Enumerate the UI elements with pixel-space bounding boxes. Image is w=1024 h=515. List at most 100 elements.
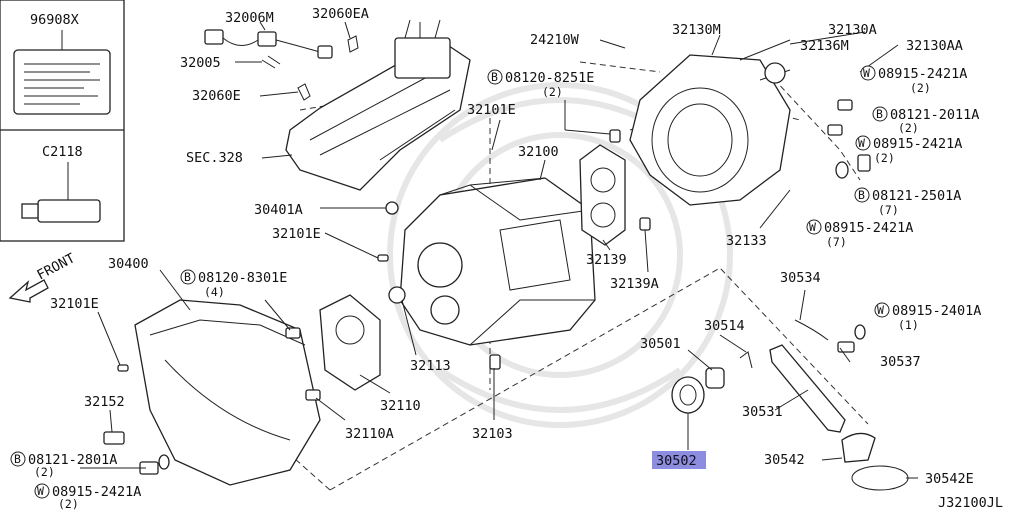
label-32103: 32103 — [472, 426, 513, 442]
label-30501: 30501 — [640, 336, 681, 352]
release-parts — [671, 319, 909, 491]
bolt-marker-icon — [872, 106, 888, 122]
svg-text:(2): (2) — [542, 85, 563, 99]
label-30531: 30531 — [742, 404, 783, 420]
label-32136M: 32136M — [800, 38, 849, 54]
label-32006M: 32006M — [225, 10, 274, 26]
svg-text:(2): (2) — [898, 121, 919, 135]
inset-bottom-code: C2118 — [42, 144, 83, 160]
label-32060EA: 32060EA — [312, 6, 369, 22]
label-32101E-top: 32101E — [467, 102, 516, 118]
label-32101E-left: 32101E — [50, 296, 99, 312]
label-32110A: 32110A — [345, 426, 394, 442]
callout-labels: 32006M 32060EA 32005 32060E SEC.328 2421… — [10, 6, 1003, 511]
label-32130M: 32130M — [672, 22, 721, 38]
svg-text:(1): (1) — [898, 318, 919, 332]
gasket-32139 — [579, 144, 626, 246]
washer-08915-2421A-c: W 08915-2421A (7) — [806, 219, 913, 249]
highlight-30502 — [652, 451, 706, 469]
svg-text:B: B — [184, 270, 191, 284]
label-30542E: 30542E — [925, 471, 974, 487]
svg-text:(7): (7) — [826, 235, 847, 249]
label-32130AA: 32130AA — [906, 38, 963, 54]
svg-text:B: B — [876, 107, 883, 121]
svg-text:08121-2011A: 08121-2011A — [890, 107, 979, 123]
bolt-marker-icon — [854, 187, 870, 203]
washer-marker-icon — [34, 483, 50, 499]
svg-text:08915-2401A: 08915-2401A — [892, 303, 981, 319]
svg-text:08915-2421A: 08915-2421A — [873, 136, 962, 152]
svg-text:W: W — [858, 136, 865, 150]
bolt-08120-8301E: B 08120-8301E (4) — [180, 269, 287, 299]
washer-marker-icon — [860, 65, 876, 81]
label-sec-328: SEC.328 — [186, 150, 243, 166]
front-label: FRONT — [34, 250, 77, 283]
clutch-housing-30400 — [134, 299, 321, 486]
label-30537: 30537 — [880, 354, 921, 370]
label-32110: 32110 — [380, 398, 421, 414]
label-32100: 32100 — [518, 144, 559, 160]
svg-text:B: B — [491, 70, 498, 84]
label-32139: 32139 — [586, 252, 627, 268]
inset-top-code: 96908X — [30, 12, 79, 28]
svg-text:B: B — [14, 452, 21, 466]
washer-marker-icon — [855, 135, 871, 151]
svg-text:08915-2421A: 08915-2421A — [52, 484, 141, 500]
diagram-code: J32100JL — [938, 495, 1003, 510]
sealant-tube — [37, 199, 101, 223]
label-30514: 30514 — [704, 318, 745, 334]
bolt-08121-2801A: B 08121-2801A (2) — [10, 451, 117, 479]
fasteners — [103, 99, 871, 475]
rear-extension-32130M — [629, 39, 791, 206]
label-32130A: 32130A — [828, 22, 877, 38]
washer-08915-2421A-a: W 08915-2421A (2) — [860, 65, 967, 95]
label-32152: 32152 — [84, 394, 125, 410]
label-30401A: 30401A — [254, 202, 303, 218]
label-24210W: 24210W — [530, 32, 580, 48]
svg-text:08915-2421A: 08915-2421A — [878, 66, 967, 82]
svg-text:(2): (2) — [34, 465, 55, 479]
bolt-marker-icon — [487, 69, 503, 85]
bolt-08121-2011A: B 08121-2011A (2) — [872, 106, 979, 135]
label-32133: 32133 — [726, 233, 767, 249]
label-32113: 32113 — [410, 358, 451, 374]
transmission-case-32100 — [399, 177, 596, 346]
svg-text:08120-8251E: 08120-8251E — [505, 70, 594, 86]
svg-text:08915-2421A: 08915-2421A — [824, 220, 913, 236]
svg-text:W: W — [877, 303, 884, 317]
svg-text:W: W — [863, 66, 870, 80]
label-30534: 30534 — [780, 270, 821, 286]
washer-marker-icon — [874, 302, 890, 318]
inset-panel: 96908X C2118 — [0, 0, 125, 242]
connector-32006M — [204, 29, 224, 45]
svg-text:(7): (7) — [878, 203, 899, 217]
svg-text:(2): (2) — [874, 151, 895, 165]
label-30542: 30542 — [764, 452, 805, 468]
svg-text:08121-2801A: 08121-2801A — [28, 452, 117, 468]
svg-text:08120-8301E: 08120-8301E — [198, 270, 287, 286]
shift-cover-group — [204, 19, 471, 191]
svg-text:(2): (2) — [58, 497, 79, 510]
bolt-08120-8251E: B 08120-8251E (2) — [487, 69, 594, 99]
front-arrow-icon — [8, 279, 49, 303]
svg-text:08121-2501A: 08121-2501A — [872, 188, 961, 204]
washer-08915-2421A-b: W 08915-2421A (2) — [855, 135, 962, 165]
watermark — [387, 82, 733, 428]
label-32060E: 32060E — [192, 88, 241, 104]
washer-marker-icon — [806, 219, 822, 235]
svg-text:(4): (4) — [204, 285, 225, 299]
front-arrow: FRONT — [8, 250, 78, 303]
bolt-08121-2501A: B 08121-2501A (7) — [854, 187, 961, 217]
washer-08915-2401A: W 08915-2401A (1) — [874, 302, 981, 332]
bolt-marker-icon — [180, 269, 196, 285]
svg-text:W: W — [37, 484, 44, 498]
label-plate — [13, 49, 111, 115]
label-32139A: 32139A — [610, 276, 659, 292]
svg-text:(2): (2) — [910, 81, 931, 95]
bolt-marker-icon — [10, 451, 26, 467]
washer-08915-2421A-d: W 08915-2421A (2) — [34, 483, 141, 511]
svg-text:B: B — [858, 188, 865, 202]
label-32101E-mid: 32101E — [272, 226, 321, 242]
label-30400: 30400 — [108, 256, 149, 272]
